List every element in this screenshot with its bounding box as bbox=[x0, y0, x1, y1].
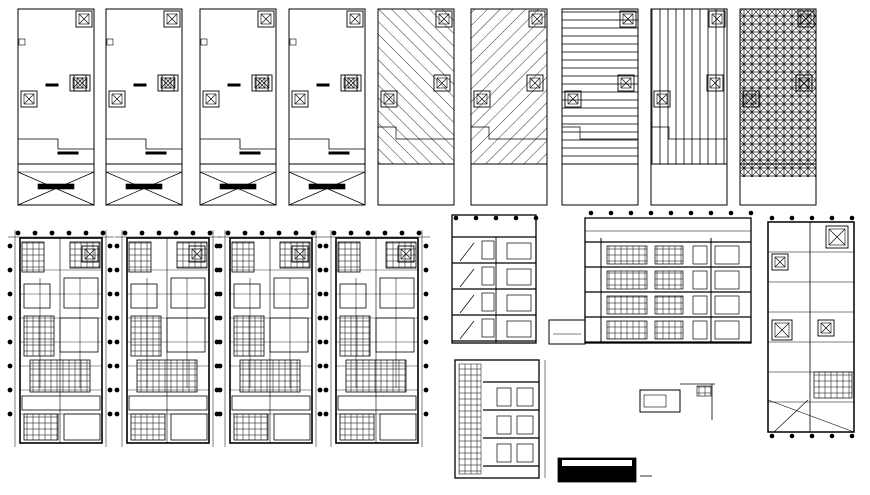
roof-plan-8 bbox=[650, 8, 728, 206]
floor-plan-right bbox=[767, 215, 855, 439]
roof-plan-9 bbox=[739, 8, 817, 206]
roof-plans-row bbox=[17, 8, 817, 206]
front-elevation bbox=[557, 457, 652, 483]
roof-plan-3 bbox=[199, 8, 277, 206]
detail-section bbox=[639, 383, 715, 420]
section-long bbox=[548, 210, 754, 345]
roof-plan-6 bbox=[470, 8, 548, 206]
roof-plan-7 bbox=[561, 8, 639, 206]
floor-plan-2 bbox=[114, 230, 221, 447]
roof-plan-4 bbox=[288, 8, 366, 206]
floor-plans-row bbox=[7, 230, 430, 447]
floor-plan-4 bbox=[323, 230, 430, 447]
roof-plan-2 bbox=[105, 8, 183, 206]
sections-group bbox=[451, 210, 855, 483]
floor-plan-1 bbox=[7, 230, 114, 447]
section-lower bbox=[454, 359, 546, 479]
roof-plan-5 bbox=[377, 8, 455, 206]
roof-plan-1 bbox=[17, 8, 95, 206]
floor-plan-3 bbox=[217, 230, 324, 447]
section-small bbox=[451, 214, 539, 344]
